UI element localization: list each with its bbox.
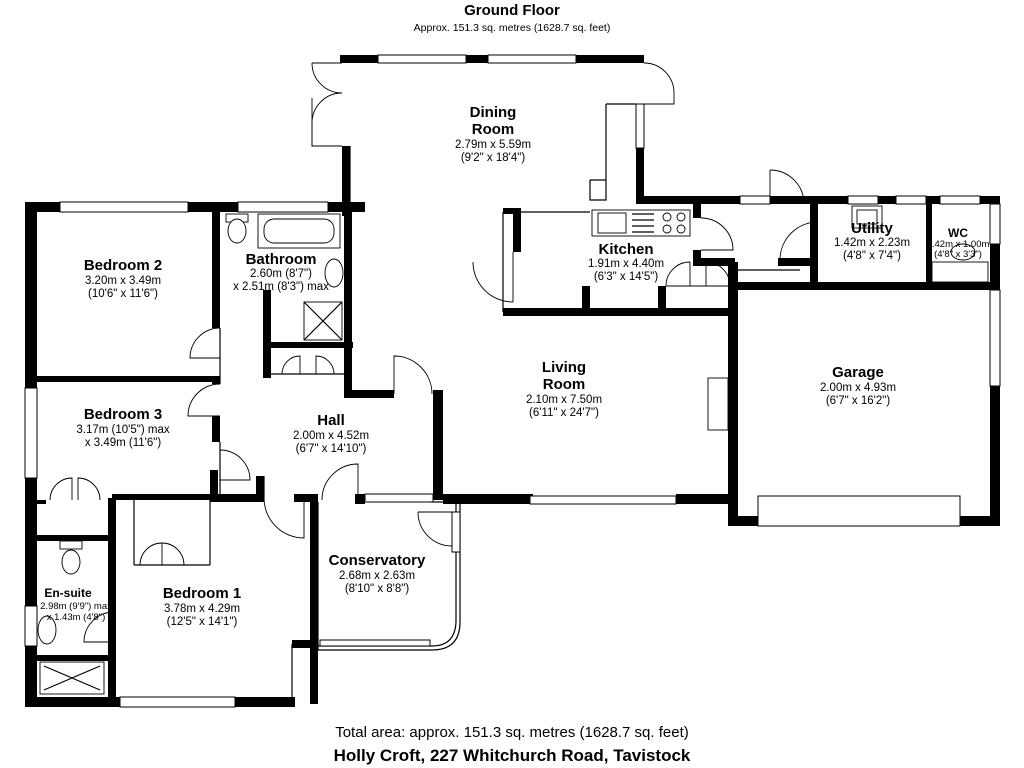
bathroom-line3: x 2.51m (8'3") max	[233, 281, 329, 293]
ensuite-line2: 2.98m (9'9") max	[40, 601, 112, 612]
kitchen-name: Kitchen	[598, 241, 653, 258]
living-metric: 2.10m x 7.50m	[526, 394, 602, 406]
bedroom2-name: Bedroom 2	[84, 257, 162, 274]
garage-name: Garage	[832, 364, 884, 381]
dining-metric: 2.79m x 5.59m	[455, 139, 531, 151]
garage-imperial: (6'7" x 16'2")	[826, 395, 891, 407]
doors	[49, 62, 819, 643]
conservatory-imperial: (8'10" x 8'8")	[345, 583, 410, 595]
bedroom3-line2: 3.17m (10'5") max	[76, 424, 169, 436]
dining-name-1: Dining	[470, 104, 517, 121]
kitchen-metric: 1.91m x 4.40m	[588, 258, 664, 270]
wc-name: WC	[948, 226, 968, 240]
hall-metric: 2.00m x 4.52m	[293, 430, 369, 442]
floor-title: Ground Floor	[464, 2, 560, 19]
hall-imperial: (6'7" x 14'10")	[296, 443, 367, 455]
bedroom1-metric: 3.78m x 4.29m	[164, 603, 240, 615]
room-labels: Dining Room 2.79m x 5.59m (9'2" x 18'4")…	[40, 104, 989, 628]
dining-name-2: Room	[472, 121, 515, 138]
hall-name: Hall	[317, 412, 345, 429]
floor-area: Approx. 151.3 sq. metres (1628.7 sq. fee…	[413, 22, 611, 34]
wc-metric: 1.42m x 1.00m	[927, 239, 990, 250]
utility-name: Utility	[851, 220, 893, 237]
kitchen-imperial: (6'3" x 14'5")	[594, 271, 659, 283]
bathroom-line2: 2.60m (8'7")	[250, 268, 312, 280]
thin-lines	[219, 103, 800, 700]
wc-imperial: (4'8" x 3'3")	[934, 249, 982, 260]
bedroom3-line3: x 3.49m (11'6")	[85, 437, 162, 449]
bedroom1-imperial: (12'5" x 14'1")	[167, 616, 238, 628]
conservatory-name: Conservatory	[329, 552, 426, 569]
fixtures	[37, 205, 989, 695]
living-imperial: (6'11" x 24'7")	[529, 407, 599, 419]
living-name-2: Room	[543, 376, 586, 393]
utility-metric: 1.42m x 2.23m	[834, 237, 910, 249]
property-address: Holly Croft, 227 Whitchurch Road, Tavist…	[333, 746, 691, 765]
bathroom-name: Bathroom	[246, 251, 317, 268]
ensuite-name: En-suite	[44, 586, 92, 600]
dining-imperial: (9'2" x 18'4")	[461, 152, 526, 164]
garage-metric: 2.00m x 4.93m	[820, 382, 896, 394]
bedroom3-name: Bedroom 3	[84, 406, 162, 423]
conservatory-metric: 2.68m x 2.63m	[339, 570, 415, 582]
ensuite-line3: x 1.43m (4'8")	[47, 612, 106, 623]
bedroom2-metric: 3.20m x 3.49m	[85, 275, 161, 287]
total-area: Total area: approx. 151.3 sq. metres (16…	[335, 724, 689, 741]
windows	[24, 54, 1001, 708]
bedroom1-name: Bedroom 1	[163, 585, 241, 602]
bedroom2-imperial: (10'6" x 11'6")	[88, 288, 158, 300]
living-name-1: Living	[542, 359, 586, 376]
utility-imperial: (4'8" x 7'4")	[843, 250, 901, 262]
walls	[25, 55, 1000, 707]
